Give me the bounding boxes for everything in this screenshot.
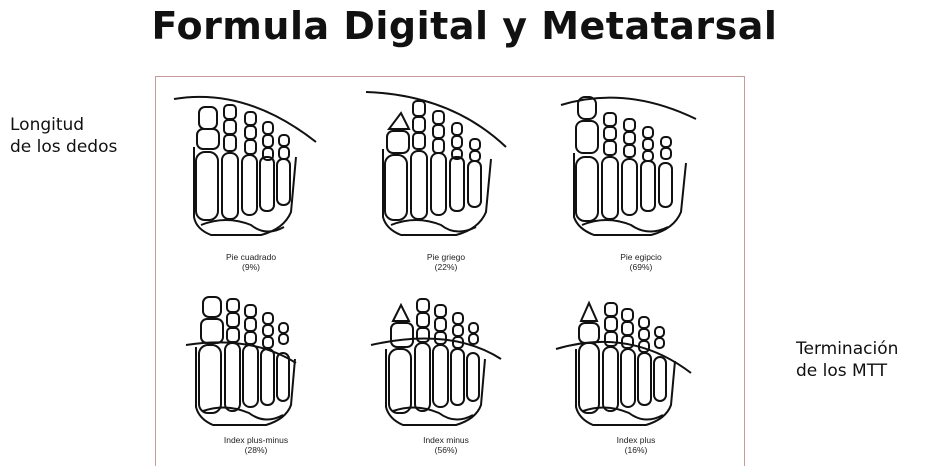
panel-pie-egipcio: Pie egipcio (69%) xyxy=(556,87,726,267)
egyptian-foot-illustration xyxy=(556,87,726,247)
index-minus-illustration xyxy=(361,287,531,437)
panel-index-plus: Index plus (16%) xyxy=(551,287,721,467)
greek-foot-illustration xyxy=(361,87,531,247)
caption-percent: (22%) xyxy=(361,262,531,272)
caption-pie-egipcio: Pie egipcio (69%) xyxy=(556,252,726,272)
index-plus-minus-illustration xyxy=(171,287,341,437)
toe-length-label-line2: de los dedos xyxy=(10,136,117,158)
metatarsal-ending-label: Terminación de los MTT xyxy=(796,338,898,382)
metatarsal-ending-label-line1: Terminación xyxy=(796,338,898,360)
panel-index-minus: Index minus (56%) xyxy=(361,287,531,467)
caption-percent: (28%) xyxy=(171,445,341,455)
index-plus-illustration xyxy=(551,287,721,437)
caption-pie-cuadrado: Pie cuadrado (9%) xyxy=(166,252,336,272)
panel-index-plus-minus: Index plus-minus (28%) xyxy=(171,287,341,467)
square-foot-illustration xyxy=(166,87,336,247)
slide-title: Formula Digital y Metatarsal xyxy=(0,4,929,48)
caption-percent: (16%) xyxy=(551,445,721,455)
caption-name: Index plus-minus xyxy=(171,435,341,445)
caption-index-plus: Index plus (16%) xyxy=(551,435,721,455)
caption-name: Pie griego xyxy=(361,252,531,262)
caption-percent: (69%) xyxy=(556,262,726,272)
panel-pie-griego: Pie griego (22%) xyxy=(361,87,531,267)
caption-index-minus: Index minus (56%) xyxy=(361,435,531,455)
caption-pie-griego: Pie griego (22%) xyxy=(361,252,531,272)
caption-percent: (56%) xyxy=(361,445,531,455)
toe-length-label: Longitud de los dedos xyxy=(10,114,117,158)
caption-name: Pie cuadrado xyxy=(166,252,336,262)
caption-percent: (9%) xyxy=(166,262,336,272)
caption-name: Pie egipcio xyxy=(556,252,726,262)
toe-length-label-line1: Longitud xyxy=(10,114,117,136)
metatarsal-ending-label-line2: de los MTT xyxy=(796,360,898,382)
panel-pie-cuadrado: Pie cuadrado (9%) xyxy=(166,87,336,267)
caption-name: Index minus xyxy=(361,435,531,445)
caption-name: Index plus xyxy=(551,435,721,445)
foot-diagram-frame: Pie cuadrado (9%) Pie griego xyxy=(155,76,745,466)
caption-index-plus-minus: Index plus-minus (28%) xyxy=(171,435,341,455)
